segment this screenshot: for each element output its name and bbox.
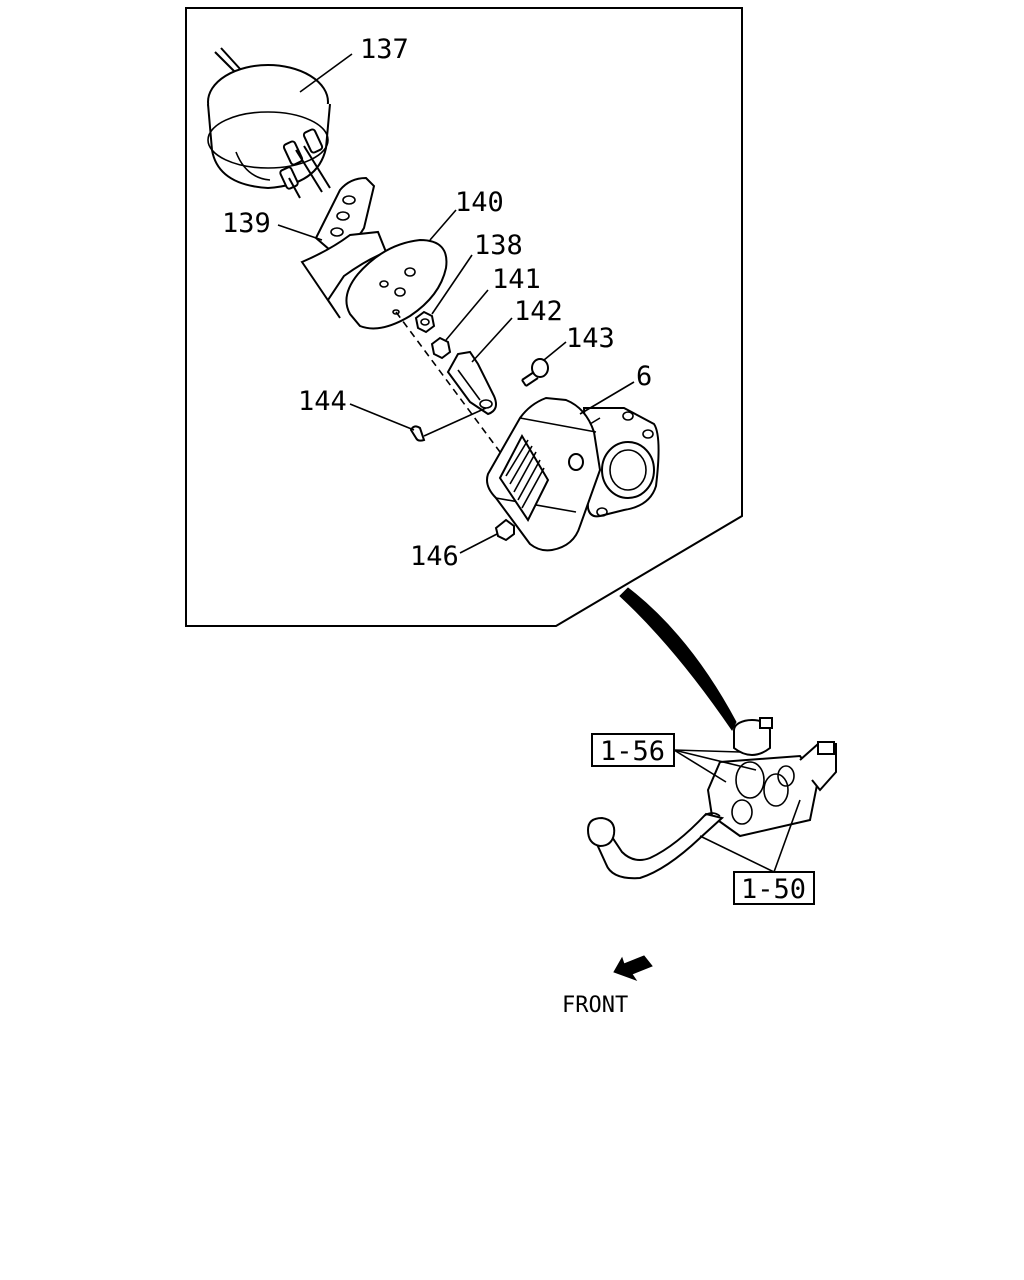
- ref-156-leaders: [673, 749, 757, 783]
- callout-139: 139: [222, 208, 271, 239]
- overview-assembly: [586, 717, 837, 880]
- ref-150-label: 1-50: [741, 874, 806, 905]
- front-label: FRONT: [562, 993, 628, 1018]
- part-137-actuator: [207, 47, 331, 199]
- ref-156-label: 1-56: [600, 736, 665, 767]
- callout-138: 138: [474, 230, 523, 261]
- part-140-bracket: [300, 230, 448, 330]
- front-arrow-icon: [613, 955, 653, 981]
- ref-156-box: [591, 733, 675, 767]
- callout-146: 146: [410, 541, 459, 572]
- part-143-bolt: [521, 358, 549, 387]
- ref-150-leaders: [699, 799, 801, 873]
- callout-142: 142: [514, 296, 563, 327]
- callout-143: 143: [566, 323, 615, 354]
- assembly-axis: [395, 311, 501, 453]
- part-138-nut: [414, 310, 436, 334]
- part-141-washer: [430, 336, 452, 360]
- part-6-valve-body: [486, 396, 660, 552]
- ref-150-box: [733, 871, 815, 905]
- part-146-nut: [494, 518, 515, 542]
- callout-144: 144: [298, 386, 347, 417]
- callout-141: 141: [492, 264, 541, 295]
- part-142-clip: [446, 350, 497, 416]
- location-pointer: [619, 587, 737, 731]
- detail-frame: [185, 7, 743, 627]
- leader-lines: [277, 53, 635, 554]
- callout-137: 137: [360, 34, 409, 65]
- part-144-pin: [409, 425, 426, 442]
- callout-140: 140: [455, 187, 504, 218]
- callout-6: 6: [636, 361, 652, 392]
